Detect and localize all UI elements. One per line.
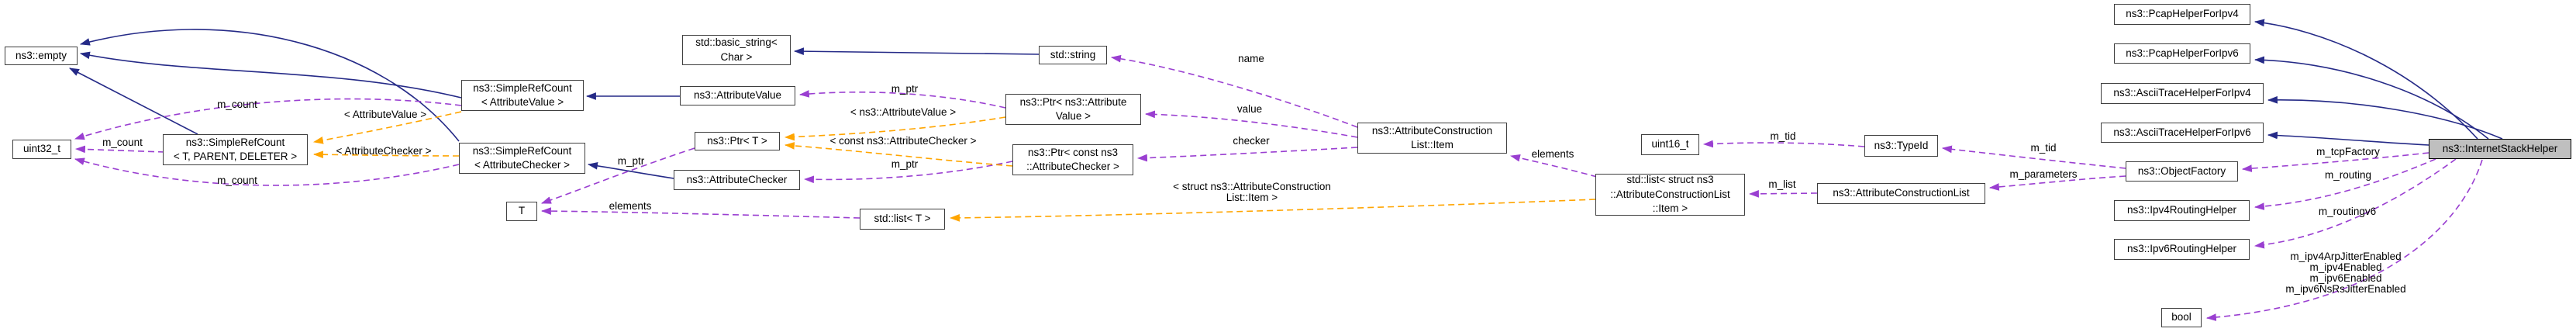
edge-inherit-string-basicstring xyxy=(793,47,1040,56)
node-ptr-attribute-value[interactable]: ns3::Ptr< ns3::Attribute Value > xyxy=(1005,94,1141,125)
node-simple-ref-count-attribute-value[interactable]: ns3::SimpleRefCount < AttributeValue > xyxy=(461,80,584,111)
edge-usage-factory-typeid-mtid xyxy=(1941,145,2126,169)
edge-inherit-ish-ascii6 xyxy=(2267,131,2429,146)
edge-usage-srct-uint32-mcount xyxy=(74,145,165,154)
edge-inherit-srcac-empty xyxy=(79,29,460,142)
edge-inherit-ish-pcap6 xyxy=(2254,56,2489,140)
node-empty[interactable]: ns3::empty xyxy=(5,47,78,65)
node-bool[interactable]: bool xyxy=(2161,308,2202,327)
edge-usage-ish-factory-mtcpfactory xyxy=(2241,152,2429,172)
edge-usage-ish-ipv4rh-mrouting xyxy=(2254,158,2436,210)
node-pcap-helper-for-ipv6[interactable]: ns3::PcapHelperForIpv6 xyxy=(2114,43,2250,64)
edge-usage-ish-bool-flags xyxy=(2205,159,2483,321)
edge-inherit-attrchecker-srcac xyxy=(587,161,674,179)
node-simple-ref-count-attribute-checker[interactable]: ns3::SimpleRefCount < AttributeChecker > xyxy=(459,143,585,174)
edge-usage-listitem-item-elements xyxy=(1509,154,1598,178)
node-simple-ref-count-tpl[interactable]: ns3::SimpleRefCount < T, PARENT, DELETER… xyxy=(163,134,308,165)
node-t[interactable]: T xyxy=(506,202,537,221)
edge-inherit-ish-ascii4 xyxy=(2267,95,2503,140)
edge-usage-ptrt-t-mptr xyxy=(540,147,695,204)
edge-tpl-ptrav-ptrt xyxy=(784,116,1006,141)
node-ptr-t[interactable]: ns3::Ptr< T > xyxy=(695,132,780,150)
edge-usage-acl-listitem-mlist xyxy=(1748,189,1818,198)
node-uint16-t[interactable]: uint16_t xyxy=(1641,134,1699,155)
node-list-struct-item[interactable]: std::list< struct ns3 ::AttributeConstru… xyxy=(1595,174,1745,216)
node-ascii-trace-helper-for-ipv4[interactable]: ns3::AsciiTraceHelperForIpv4 xyxy=(2101,83,2264,104)
node-uint32-t[interactable]: uint32_t xyxy=(12,140,71,159)
node-basic-string[interactable]: std::basic_string< Char > xyxy=(682,35,791,65)
edge-inherit-srct-empty xyxy=(69,67,198,135)
node-ptr-const-attribute-checker[interactable]: ns3::Ptr< const ns3 ::AttributeChecker > xyxy=(1012,144,1133,175)
edge-inherit-ish-pcap4 xyxy=(2254,19,2478,140)
node-attribute-construction-list[interactable]: ns3::AttributeConstructionList xyxy=(1817,183,1985,204)
edge-tpl-srcac-srct xyxy=(312,150,460,159)
edge-usage-ish-ipv6rh-mroutingv6 xyxy=(2254,158,2457,249)
edge-usage-srcac-uint32-mcount xyxy=(74,157,460,186)
edge-inherit-srcav-empty xyxy=(79,51,462,99)
node-object-factory[interactable]: ns3::ObjectFactory xyxy=(2126,161,2238,182)
node-list-t[interactable]: std::list< T > xyxy=(860,209,945,230)
node-attribute-checker[interactable]: ns3::AttributeChecker xyxy=(674,170,800,190)
node-internet-stack-helper[interactable]: ns3::InternetStackHelper xyxy=(2429,139,2571,159)
node-attribute-value[interactable]: ns3::AttributeValue xyxy=(680,86,795,105)
edge-tpl-listitem-listt xyxy=(949,199,1596,222)
edge-usage-item-ptrav-value xyxy=(1144,110,1358,138)
node-std-string[interactable]: std::string xyxy=(1039,46,1107,64)
edge-usage-ptrav-attrvalue-mptr xyxy=(798,90,1006,109)
edge-usage-typeid-uint16-mtid xyxy=(1702,140,1865,148)
node-type-id[interactable]: ns3::TypeId xyxy=(1864,135,1938,157)
node-ascii-trace-helper-for-ipv6[interactable]: ns3::AsciiTraceHelperForIpv6 xyxy=(2101,123,2264,143)
edge-tpl-srcav-srct xyxy=(312,111,462,144)
edge-usage-srcav-uint32-mcount xyxy=(74,98,462,140)
edge-usage-item-ptrcac-checker xyxy=(1136,147,1358,162)
node-ipv4-routing-helper[interactable]: ns3::Ipv4RoutingHelper xyxy=(2114,200,2250,221)
node-attribute-construction-list-item[interactable]: ns3::AttributeConstruction List::Item xyxy=(1357,123,1507,154)
edge-usage-listt-t-elements xyxy=(540,207,860,219)
edge-usage-factory-acl-mparameters xyxy=(1988,175,2126,191)
edge-tpl-ptrcac-ptrt xyxy=(784,142,1013,167)
node-ipv6-routing-helper[interactable]: ns3::Ipv6RoutingHelper xyxy=(2114,239,2250,260)
node-pcap-helper-for-ipv4[interactable]: ns3::PcapHelperForIpv4 xyxy=(2114,4,2250,25)
edge-usage-item-string-name xyxy=(1110,54,1358,128)
edge-usage-ptrcac-attrchecker-mptr xyxy=(803,161,1013,184)
